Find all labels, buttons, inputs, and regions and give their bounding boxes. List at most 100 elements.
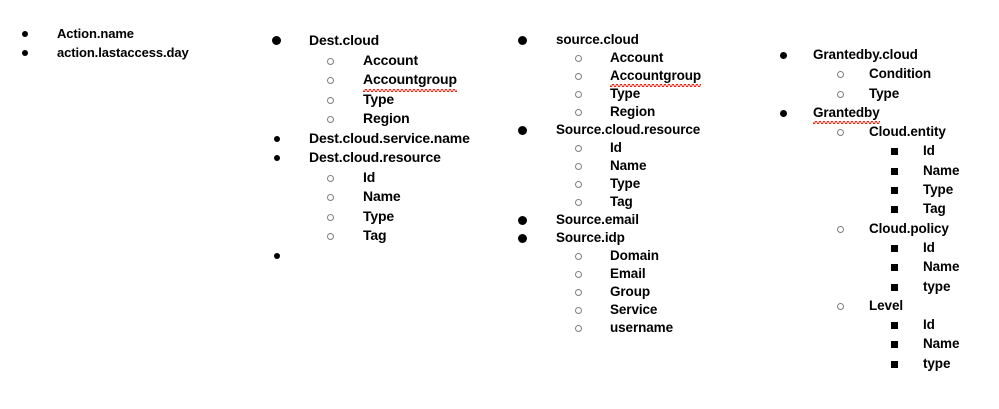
outline-item-label: Id [923, 143, 935, 159]
outline-item[interactable]: action.lastaccess.day [0, 43, 189, 62]
outline-item[interactable]: Type [514, 85, 701, 103]
disc-bullet-icon [780, 109, 787, 117]
outline-item[interactable]: Id [768, 238, 959, 257]
outline-item[interactable]: Source.email [514, 211, 701, 229]
circle-bullet-icon [575, 271, 582, 278]
outline-item[interactable]: Id [514, 139, 701, 157]
outline-item-label: Cloud.policy [869, 220, 949, 236]
outline-item[interactable]: Account [514, 49, 701, 67]
outline-item[interactable]: Tag [514, 193, 701, 211]
circle-bullet-icon [575, 91, 582, 98]
outline-item-label: Region [363, 110, 410, 126]
outline-item[interactable]: Grantedby [768, 103, 959, 125]
outline-item-label: Id [610, 140, 622, 155]
outline-item-label: Source.cloud.resource [556, 122, 701, 137]
outline-item[interactable]: type [768, 354, 959, 373]
outline-item[interactable]: Id [768, 315, 959, 334]
outline-item[interactable]: Service [514, 301, 701, 319]
outline-item[interactable]: Dest.cloud.resource [262, 148, 470, 168]
disc-bullet-icon [518, 126, 527, 135]
square-bullet-icon [891, 244, 898, 252]
circle-bullet-icon [575, 307, 582, 314]
outline-item[interactable]: Accountgroup [514, 67, 701, 87]
outline-item-label: Tag [363, 227, 387, 243]
outline-item-label: Name [363, 188, 401, 204]
outline-item-label: Id [363, 168, 376, 185]
outline-item[interactable]: Name [262, 187, 470, 207]
outline-item[interactable]: Type [262, 207, 470, 227]
outline-item-label: Tag [923, 201, 946, 217]
disc-bullet-icon [22, 50, 28, 56]
square-bullet-icon [891, 283, 898, 291]
outline-item[interactable]: Id [768, 141, 959, 160]
circle-bullet-icon [575, 253, 582, 260]
outline-item-label: Type [923, 182, 954, 198]
outline-item[interactable]: Action.name [0, 24, 189, 43]
outline-item-label: action.lastaccess.day [57, 45, 189, 60]
outline-item[interactable]: Region [514, 103, 701, 121]
outline-item[interactable]: Cloud.policy [768, 219, 959, 238]
outline-item-label: Email [610, 266, 646, 281]
outline-item-label: Type [610, 176, 641, 191]
square-bullet-icon [891, 206, 898, 214]
outline-item[interactable]: type [768, 277, 959, 296]
outline-item-label: Region [610, 104, 656, 119]
outline-item[interactable]: Name [514, 157, 701, 175]
outline-item[interactable]: username [514, 319, 701, 337]
outline-item-label: Account [610, 50, 664, 65]
outline-item[interactable]: Level [768, 296, 959, 315]
outline-item[interactable]: Name [768, 161, 959, 180]
outline-item[interactable]: Type [262, 90, 470, 110]
outline-item-label: Dest.cloud.service.name [309, 129, 470, 146]
circle-bullet-icon [837, 90, 844, 98]
outline-item[interactable]: Type [514, 175, 701, 193]
outline-item[interactable]: Name [768, 257, 959, 276]
outline-item[interactable]: Condition [768, 64, 959, 83]
outline-item[interactable] [262, 246, 470, 266]
circle-bullet-icon [327, 77, 334, 84]
disc-bullet-icon [518, 36, 527, 45]
outline-item[interactable]: Dest.cloud [262, 31, 470, 51]
outline-item[interactable]: Account [262, 51, 470, 71]
outline-item-label: Type [610, 86, 641, 101]
circle-bullet-icon [837, 302, 844, 310]
outline-item[interactable]: Tag [768, 199, 959, 218]
square-bullet-icon [891, 148, 898, 156]
circle-bullet-icon [575, 145, 582, 152]
outline-item[interactable]: Tag [262, 226, 470, 246]
square-bullet-icon [891, 187, 898, 195]
outline-item-label: Name [923, 336, 960, 352]
outline-item-label: Accountgroup [363, 70, 457, 91]
disc-bullet-icon [274, 252, 280, 259]
circle-bullet-icon [327, 233, 334, 240]
outline-item[interactable]: Cloud.entity [768, 122, 959, 141]
outline-item-label: Grantedby.cloud [813, 47, 918, 62]
outline-item[interactable]: Name [768, 334, 959, 353]
outline-item[interactable]: Source.idp [514, 229, 701, 247]
disc-bullet-icon [518, 234, 527, 243]
outline-item[interactable]: Dest.cloud.service.name [262, 129, 470, 149]
circle-bullet-icon [575, 325, 582, 332]
outline-item[interactable]: Type [768, 180, 959, 199]
outline-item[interactable]: Region [262, 109, 470, 129]
outline-item[interactable]: Grantedby.cloud [768, 45, 959, 64]
outline-item[interactable]: Id [262, 168, 470, 188]
disc-bullet-icon [274, 155, 280, 161]
circle-bullet-icon [837, 129, 844, 137]
outline-item[interactable]: Domain [514, 247, 701, 265]
outline-item[interactable]: Source.cloud.resource [514, 121, 701, 139]
outline-item[interactable]: Type [768, 84, 959, 103]
disc-bullet-icon [274, 135, 280, 142]
outline-item-label: Condition [869, 66, 932, 82]
outline-item-label: Grantedby [813, 103, 880, 125]
outline-item-label: Group [610, 284, 650, 299]
circle-bullet-icon [575, 55, 582, 62]
outline-item[interactable]: Accountgroup [262, 70, 470, 91]
outline-item[interactable]: source.cloud [514, 31, 701, 49]
outline-item[interactable]: Group [514, 283, 701, 301]
circle-bullet-icon [327, 116, 334, 123]
outline-item[interactable]: Email [514, 265, 701, 283]
circle-bullet-icon [575, 289, 582, 296]
